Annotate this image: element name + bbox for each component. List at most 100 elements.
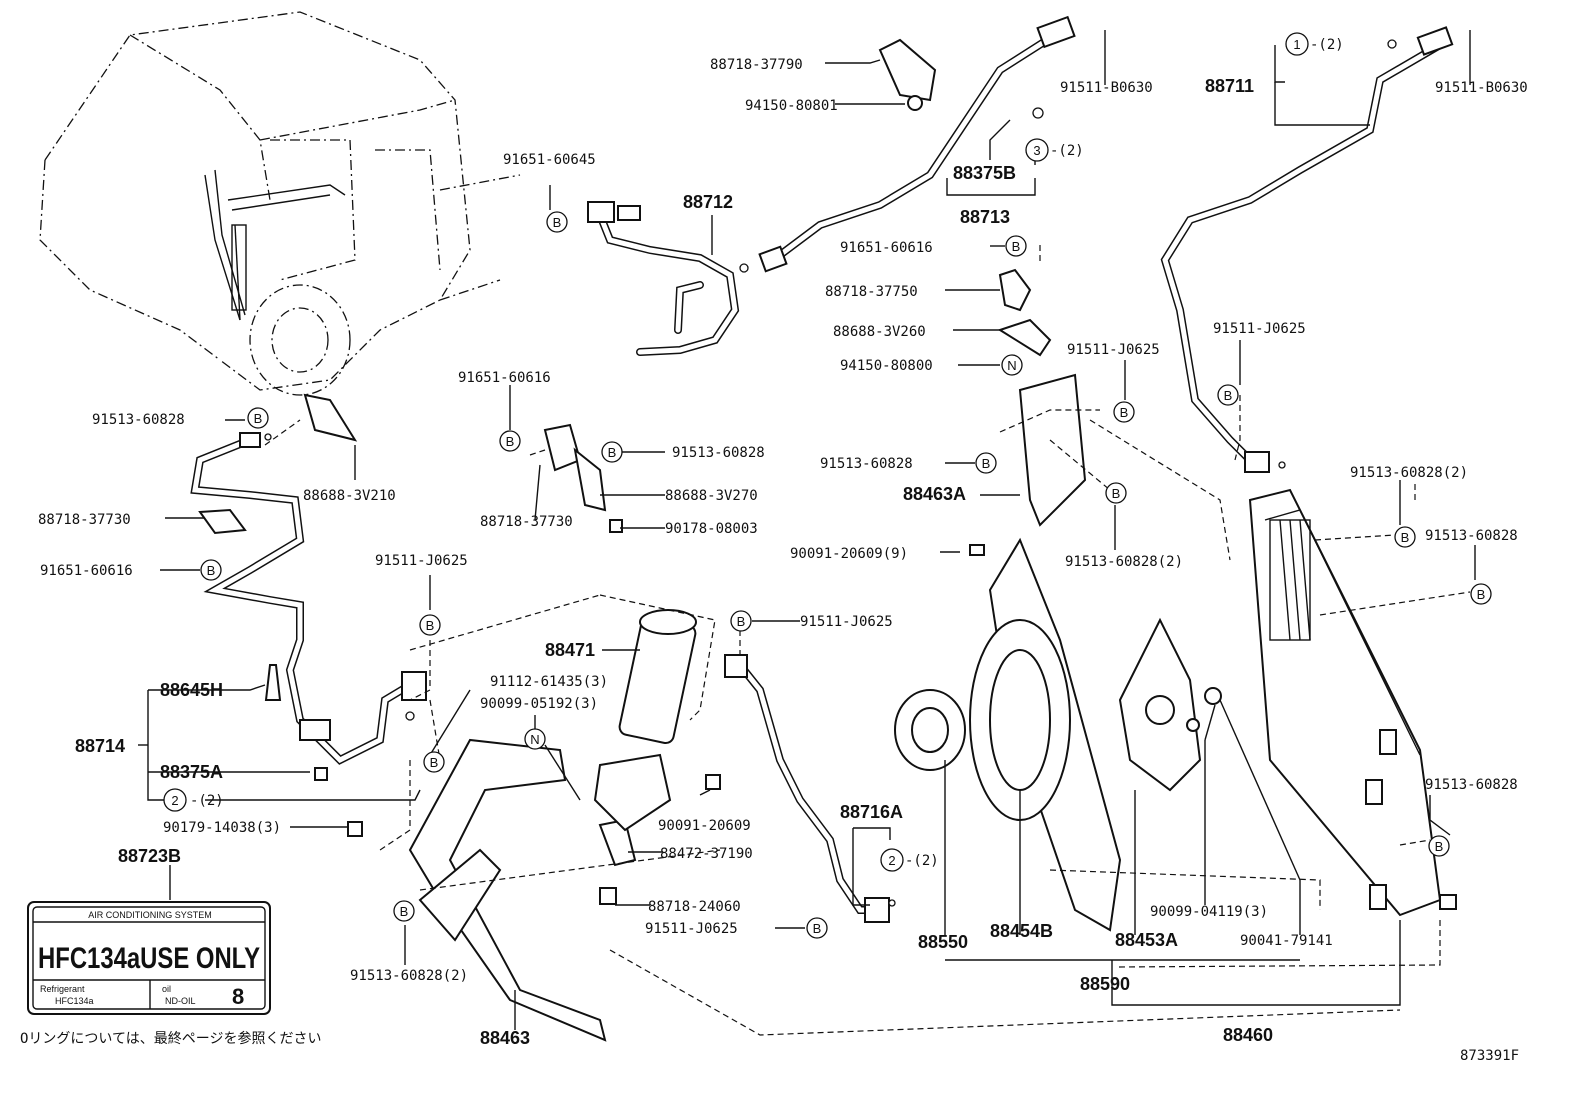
svg-text:B: B xyxy=(430,755,439,770)
part-label: 91511-J0625 xyxy=(375,553,468,569)
marker-b: B xyxy=(546,211,568,233)
part-label: 91112-61435(3) xyxy=(490,674,608,690)
marker-b: B xyxy=(975,452,997,474)
svg-text:B: B xyxy=(982,456,991,471)
svg-text:B: B xyxy=(1224,388,1233,403)
svg-text:B: B xyxy=(426,618,435,633)
bracket-parts xyxy=(198,38,1087,905)
part-label: 91651-60616 xyxy=(840,240,933,256)
part-label: 88375A xyxy=(160,762,223,782)
part-label: 88723B xyxy=(118,846,181,866)
part-label: 88714 xyxy=(75,736,125,756)
marker-b: B xyxy=(1394,526,1416,548)
marker-2: 2 xyxy=(163,788,187,812)
part-label: 91513-60828(2) xyxy=(1350,465,1468,481)
part-label: 88463A xyxy=(903,484,966,504)
part-label: 88718-24060 xyxy=(648,899,741,915)
marker-n: N xyxy=(1001,354,1023,376)
svg-text:B: B xyxy=(400,904,409,919)
part-label: 88688-3V270 xyxy=(665,488,758,504)
part-label: 88716A xyxy=(840,802,903,822)
marker-b: B xyxy=(499,430,521,452)
part-label: 88453A xyxy=(1115,930,1178,950)
refrigerant-label: AIR CONDITIONING SYSTEM HFC134aUSE ONLY … xyxy=(27,901,271,1015)
part-label: 88713 xyxy=(960,207,1010,227)
svg-text:B: B xyxy=(608,445,617,460)
part-label: 88718-37750 xyxy=(825,284,918,300)
marker-b: B xyxy=(247,407,269,429)
marker-b: B xyxy=(423,751,445,773)
part-label: 91513-60828 xyxy=(1425,528,1518,544)
part-label: 88463 xyxy=(480,1028,530,1048)
dashed-links xyxy=(264,245,1471,1036)
svg-text:AIR CONDITIONING SYSTEM: AIR CONDITIONING SYSTEM xyxy=(88,910,212,920)
leader-lines xyxy=(138,30,1476,1030)
marker-b: B xyxy=(1105,482,1127,504)
part-label: 91513-60828 xyxy=(672,445,765,461)
part-label: 91511-J0625 xyxy=(645,921,738,937)
marker-b: B xyxy=(601,441,623,463)
hose-88711 xyxy=(1160,26,1454,473)
marker-b: B xyxy=(200,559,222,581)
figure-id: 873391F xyxy=(1460,1048,1519,1064)
marker-b: B xyxy=(1428,835,1450,857)
condenser xyxy=(1248,488,1457,917)
part-label: 94150-80801 xyxy=(745,98,838,114)
svg-text:N: N xyxy=(530,732,539,747)
part-label: 91513-60828 xyxy=(820,456,913,472)
svg-text:B: B xyxy=(1435,839,1444,854)
part-label: 88688-3V210 xyxy=(303,488,396,504)
quantity-notes: -(2) -(2) -(2) -(2) xyxy=(190,37,1344,869)
part-label: 91511-B0630 xyxy=(1060,80,1153,96)
svg-text:B: B xyxy=(1112,486,1121,501)
part-label: 88688-3V260 xyxy=(833,324,926,340)
svg-text:1: 1 xyxy=(1293,37,1300,52)
part-label: 91513-60828 xyxy=(92,412,185,428)
marker-b: B xyxy=(806,917,828,939)
marker-b: B xyxy=(1005,235,1027,257)
frame-88463 xyxy=(408,738,607,1042)
footnote: Oリングについては、最終ページを参照ください xyxy=(20,1030,321,1047)
part-label: 88590 xyxy=(1080,974,1130,994)
marker-b: B xyxy=(1113,401,1135,423)
part-label: 88718-37730 xyxy=(38,512,131,528)
svg-text:ND-OIL: ND-OIL xyxy=(165,996,196,1006)
part-label: 90178-08003 xyxy=(665,521,758,537)
part-label: 90179-14038(3) xyxy=(163,820,281,836)
part-label: 88471 xyxy=(545,640,595,660)
hose-88712 xyxy=(587,201,740,356)
svg-text:B: B xyxy=(1477,587,1486,602)
svg-text:2: 2 xyxy=(888,853,895,868)
svg-text:-(2): -(2) xyxy=(905,853,939,869)
fan-assembly xyxy=(894,537,1222,932)
part-label: 91651-60616 xyxy=(458,370,551,386)
svg-text:B: B xyxy=(506,434,515,449)
marker-b: B xyxy=(730,610,752,632)
part-label: 90099-05192(3) xyxy=(480,696,598,712)
svg-text:B: B xyxy=(553,215,562,230)
svg-text:-(2): -(2) xyxy=(1310,37,1344,53)
part-label: 88460 xyxy=(1223,1025,1273,1045)
svg-text:-(2): -(2) xyxy=(190,793,224,809)
svg-text:B: B xyxy=(1120,405,1129,420)
part-label: 88472-37190 xyxy=(660,846,753,862)
part-label: 91513-60828(2) xyxy=(350,968,468,984)
part-label: 91651-60616 xyxy=(40,563,133,579)
refrigerant-warning: HFC134aUSE ONLY xyxy=(38,942,260,975)
part-label: 88454B xyxy=(990,921,1053,941)
part-labels: 88718-37790 94150-80801 91511-B0630 8871… xyxy=(38,57,1528,1048)
part-label: 91511-J0625 xyxy=(800,614,893,630)
marker-1: 1 xyxy=(1285,32,1309,56)
vehicle-outline xyxy=(39,11,521,396)
part-label: 91513-60828(2) xyxy=(1065,554,1183,570)
marker-b: B xyxy=(393,900,415,922)
marker-b: B xyxy=(1217,384,1239,406)
circle-markers: B B N B B B B B B B B B B B B B B N B B … xyxy=(163,32,1492,939)
part-label: 90091-20609 xyxy=(658,818,751,834)
svg-text:8: 8 xyxy=(232,984,244,1009)
part-label: 90041-79141 xyxy=(1240,933,1333,949)
part-label: 94150-80800 xyxy=(840,358,933,374)
part-label: 88375B xyxy=(953,163,1016,183)
